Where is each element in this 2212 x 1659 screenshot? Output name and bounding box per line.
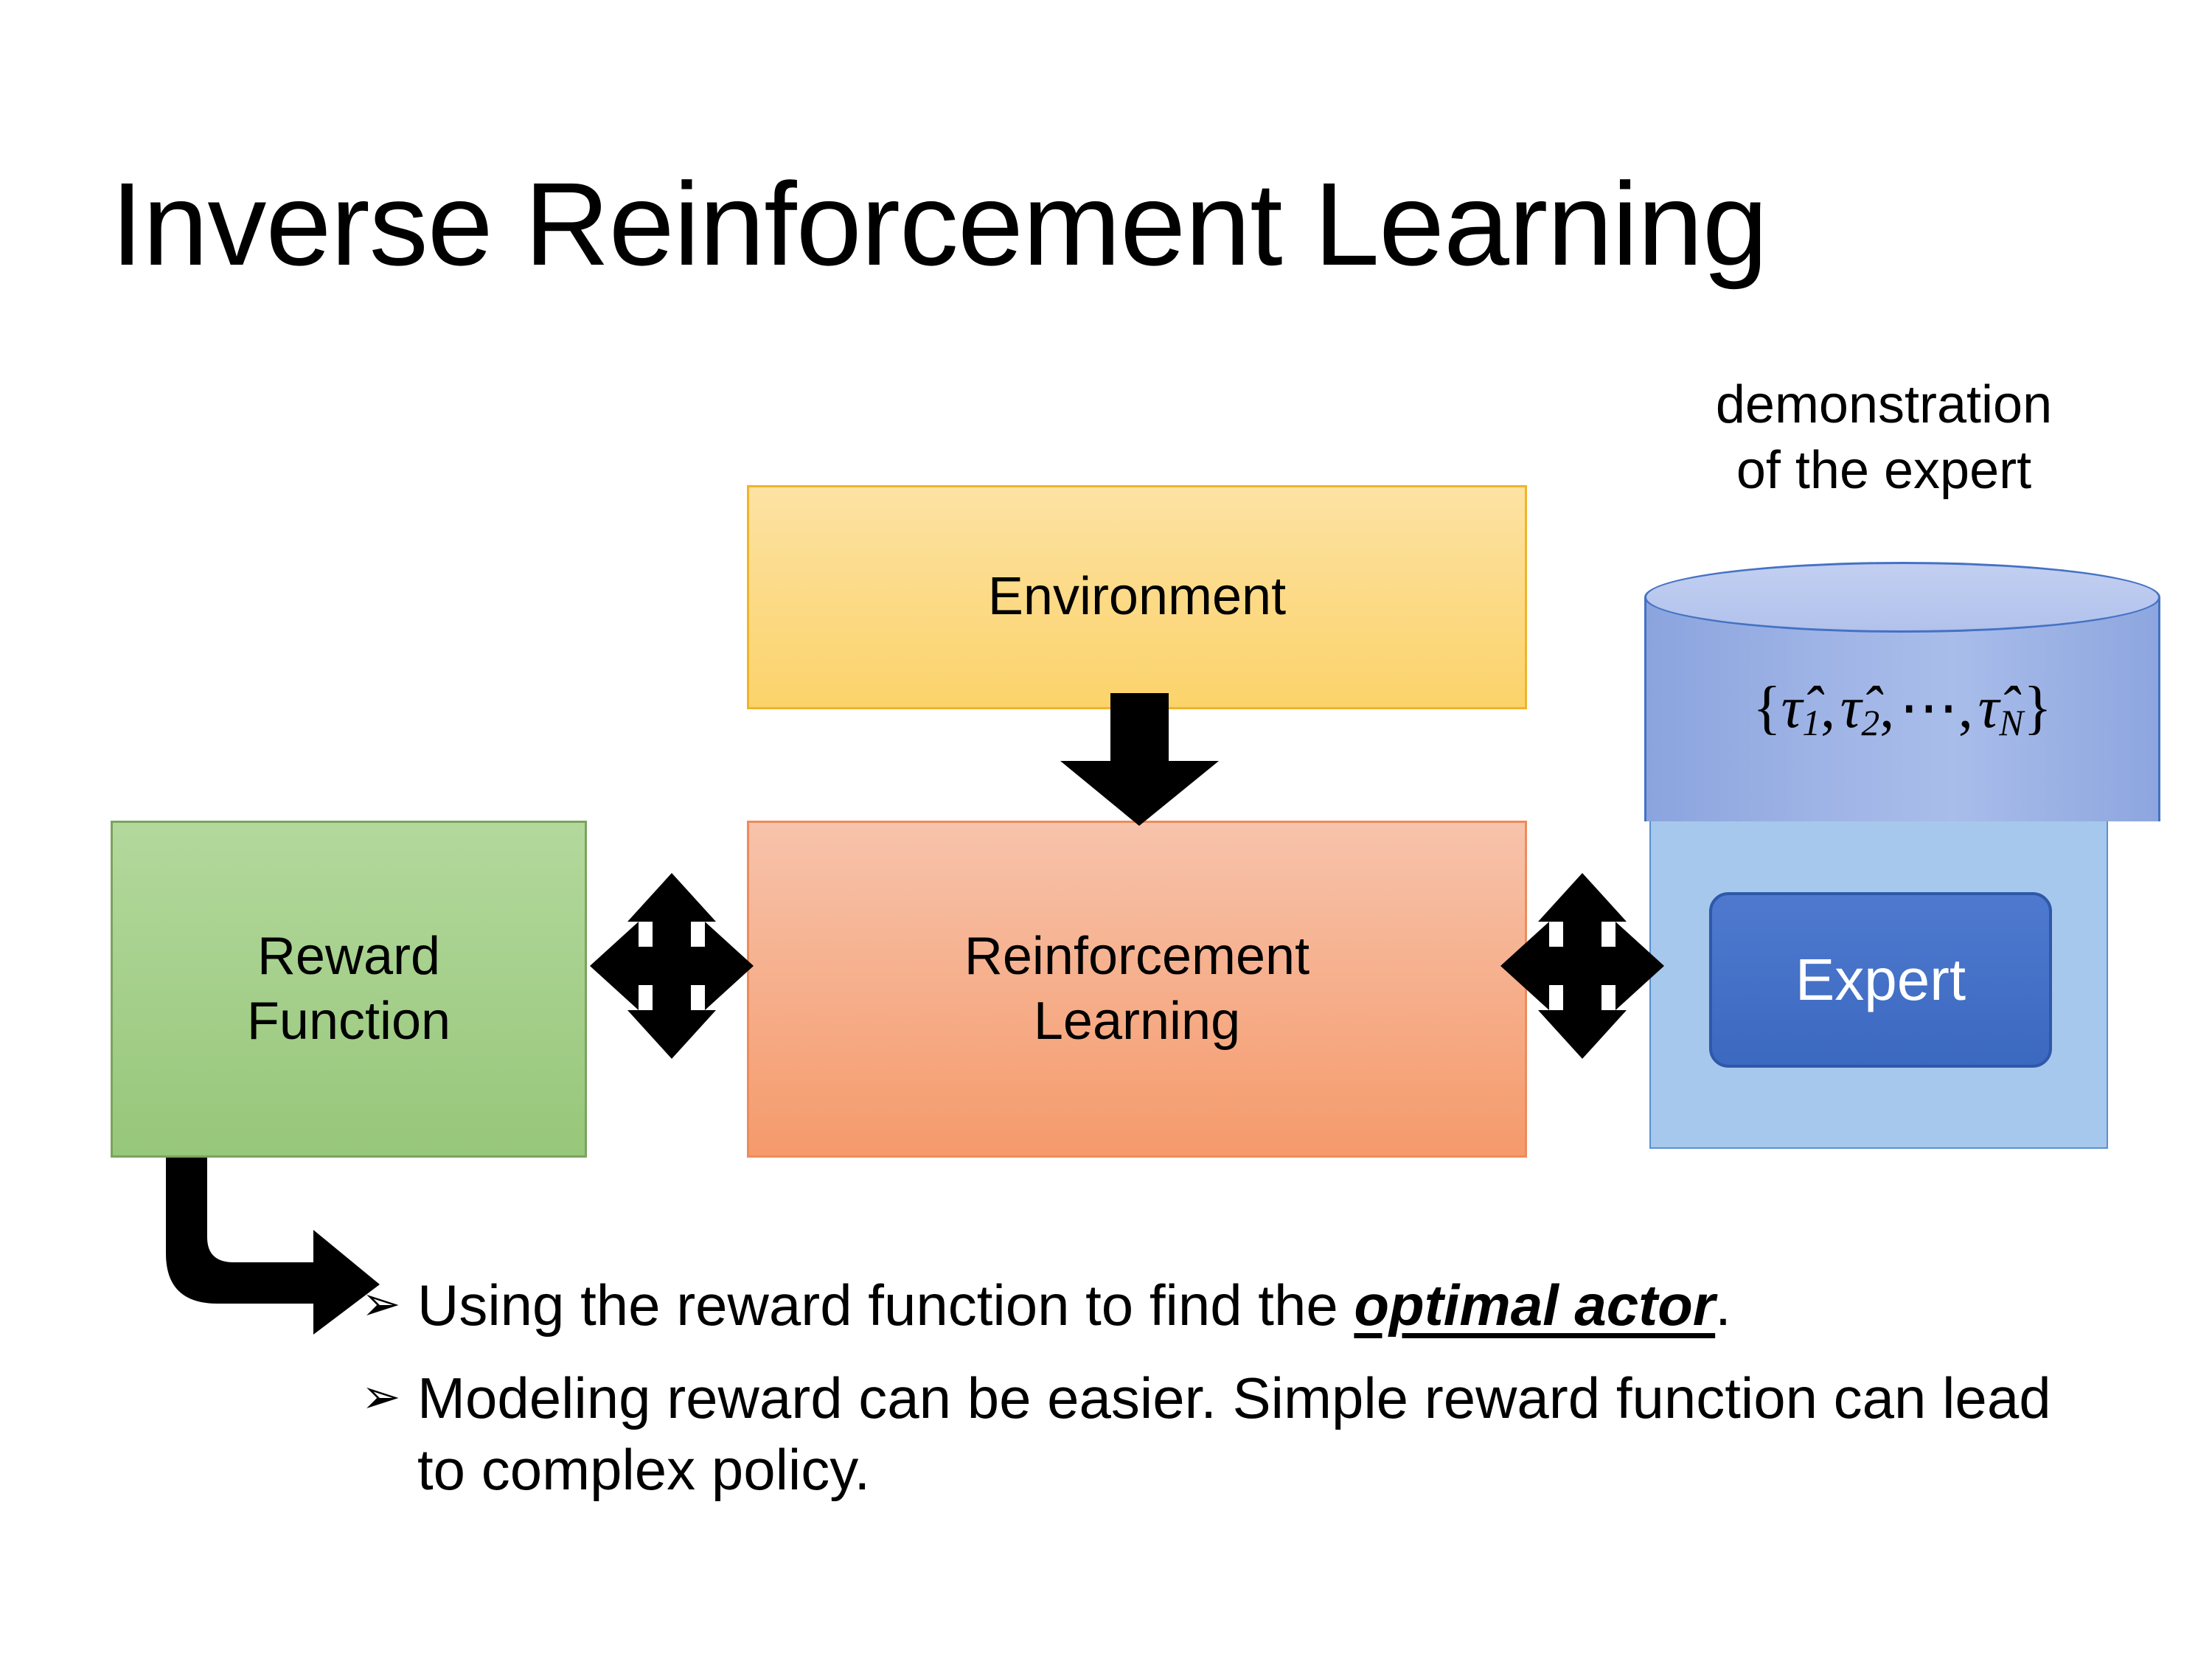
formula-tau-n: τ̂ [1978, 675, 2000, 740]
arrow-environment-to-rl [1060, 693, 1219, 826]
formula-close-brace: } [2023, 675, 2052, 740]
expert-box[interactable]: Expert [1709, 892, 2052, 1068]
formula-tau-1: τ̂ [1781, 675, 1803, 740]
bullet-1-emphasis: optimal actor [1354, 1273, 1716, 1338]
reward-box-label-line2: Function [246, 991, 451, 1051]
bullet-2-prefix: Modeling reward can be easier. Simple re… [417, 1365, 2051, 1503]
formula-tau-2: τ̂ [1840, 675, 1862, 740]
arrow-reward-to-rl [590, 873, 754, 1059]
expert-box-label: Expert [1795, 947, 1966, 1012]
demonstration-cylinder[interactable]: {τ̂1, τ̂2, ⋯, τ̂N} [1644, 562, 2160, 857]
cylinder-body [1644, 597, 2160, 821]
list-item: ➢ Using the reward function to find the … [361, 1270, 2079, 1342]
arrow-rl-to-expert [1500, 873, 1664, 1059]
rl-box-label-line2: Learning [1033, 991, 1241, 1051]
bullet-arrow-icon: ➢ [361, 1369, 401, 1423]
reward-function-box[interactable]: Reward Function [111, 821, 587, 1158]
demonstration-caption: demonstration of the expert [1644, 372, 2124, 504]
reward-box-label: Reward Function [247, 925, 451, 1054]
demonstration-caption-line1: demonstration [1715, 375, 2053, 434]
bullet-text-1: Using the reward function to find the op… [417, 1270, 2079, 1342]
demonstration-caption-line2: of the expert [1736, 441, 2032, 501]
formula-sep-2: , [1879, 675, 1895, 740]
formula-sep-3: , [1958, 675, 1973, 740]
formula-open-brace: { [1753, 675, 1781, 740]
formula-tau-n-sub: N [1999, 702, 2024, 743]
rl-box-label: Reinforcement Learning [964, 925, 1310, 1054]
cylinder-top-ellipse [1644, 562, 2160, 633]
reinforcement-learning-box[interactable]: Reinforcement Learning [747, 821, 1527, 1158]
rl-box-label-line1: Reinforcement [964, 926, 1310, 986]
environment-box[interactable]: Environment [747, 485, 1527, 709]
bullet-text-2: Modeling reward can be easier. Simple re… [417, 1363, 2079, 1506]
bullet-list: ➢ Using the reward function to find the … [361, 1270, 2079, 1527]
page-title: Inverse Reinforcement Learning [111, 158, 1768, 290]
bullet-1-suffix: . [1715, 1273, 1731, 1338]
environment-box-label: Environment [987, 567, 1287, 627]
formula-tau-1-sub: 1 [1802, 702, 1821, 743]
trajectory-set-formula: {τ̂1, τ̂2, ⋯, τ̂N} [1644, 672, 2160, 744]
bullet-1-prefix: Using the reward function to find the [417, 1273, 1354, 1338]
bullet-arrow-icon: ➢ [361, 1277, 401, 1330]
reward-box-label-line1: Reward [257, 926, 441, 986]
formula-ellipsis: ⋯ [1899, 675, 1958, 740]
formula-tau-2-sub: 2 [1861, 702, 1880, 743]
list-item: ➢ Modeling reward can be easier. Simple … [361, 1363, 2079, 1506]
formula-sep-1: , [1820, 675, 1836, 740]
arrow-reward-to-bullets [166, 1158, 380, 1335]
